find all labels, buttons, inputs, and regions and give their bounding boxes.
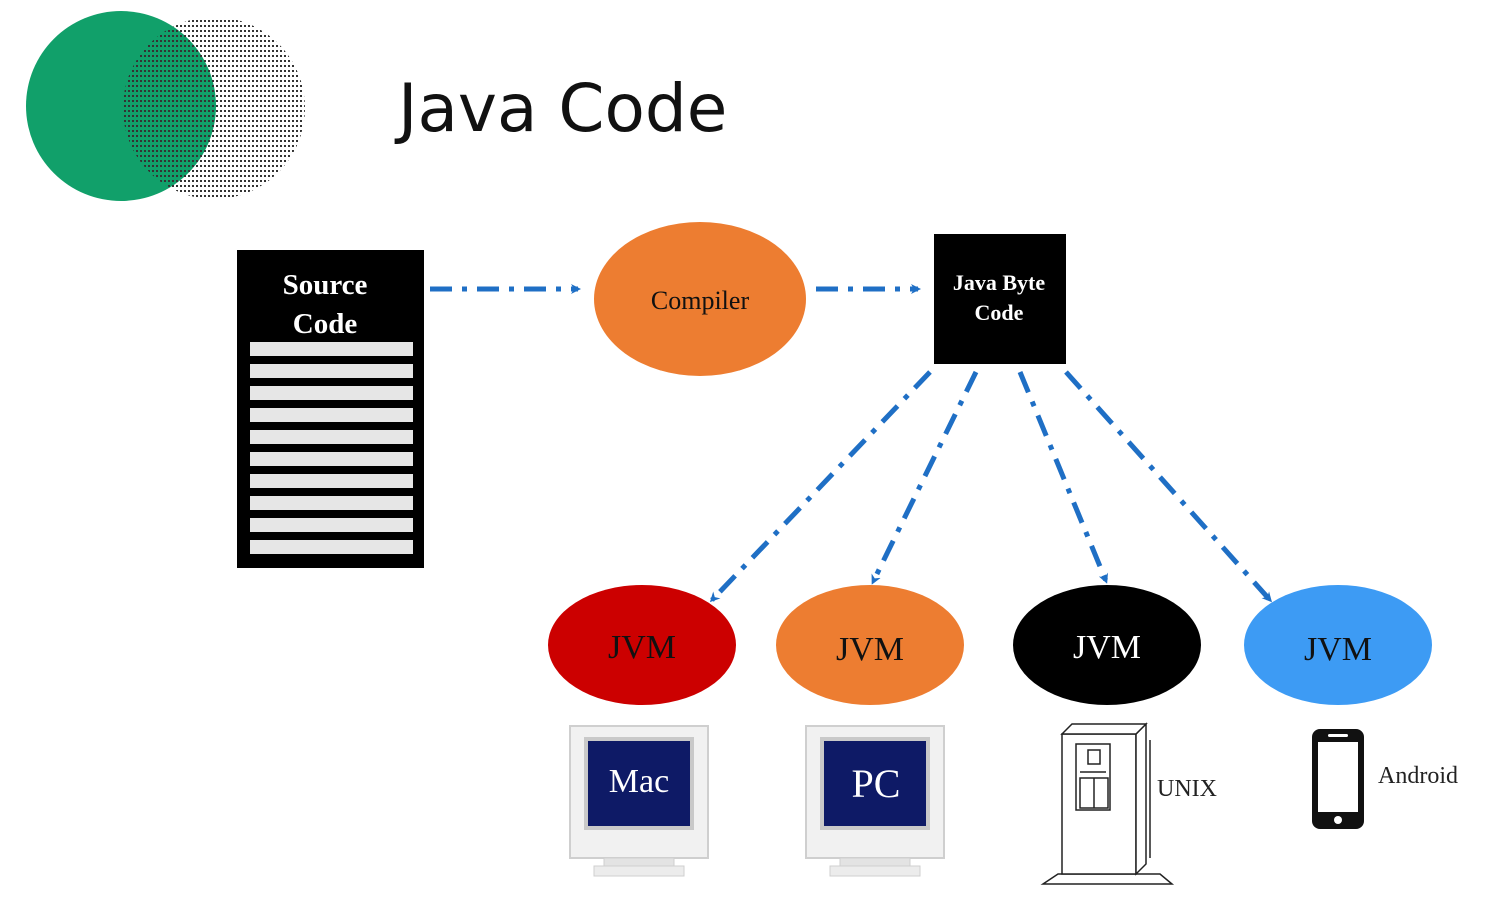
bytecode-label-line1: Java Byte: [953, 270, 1046, 295]
jvm-android-label: JVM: [1304, 631, 1372, 668]
source-code-label-line2: Code: [293, 308, 358, 340]
android-label: Android: [1378, 763, 1458, 789]
flow-arrows: [430, 284, 1273, 603]
jvm-mac-label: JVM: [608, 629, 676, 666]
jvm-unix-label: JVM: [1073, 629, 1141, 666]
arrow-bytecode-to-jvm-mac: [709, 370, 932, 603]
pc-label: PC: [852, 761, 901, 806]
source-code-block: Source Code: [237, 250, 424, 568]
mac-label: Mac: [609, 763, 669, 800]
jvm-pc-label: JVM: [836, 631, 904, 668]
jvm-mac-node: JVM: [548, 585, 736, 705]
jvm-unix-node: JVM: [1013, 585, 1201, 705]
unix-server-icon: [1040, 722, 1175, 885]
source-code-label-line1: Source: [283, 269, 368, 301]
arrow-bytecode-to-jvm-android: [1064, 370, 1273, 603]
compiler-label: Compiler: [651, 286, 750, 315]
jvm-android-node: JVM: [1244, 585, 1432, 705]
unix-label: UNIX: [1157, 776, 1217, 802]
decorative-circles-icon: [26, 11, 305, 201]
jvm-pc-node: JVM: [776, 585, 964, 705]
android-phone-icon: [1312, 729, 1364, 829]
arrow-bytecode-to-jvm-pc: [870, 370, 979, 585]
arrow-bytecode-to-jvm-unix: [1017, 371, 1109, 584]
compiler-node: Compiler: [594, 222, 806, 376]
bytecode-block: Java Byte Code: [934, 234, 1066, 364]
mac-monitor-icon: Mac: [569, 725, 709, 877]
bytecode-label-line2: Code: [975, 300, 1024, 325]
pc-monitor-icon: PC: [805, 725, 945, 877]
source-code-lines: [250, 342, 413, 554]
page-title: Java Code: [398, 70, 728, 147]
